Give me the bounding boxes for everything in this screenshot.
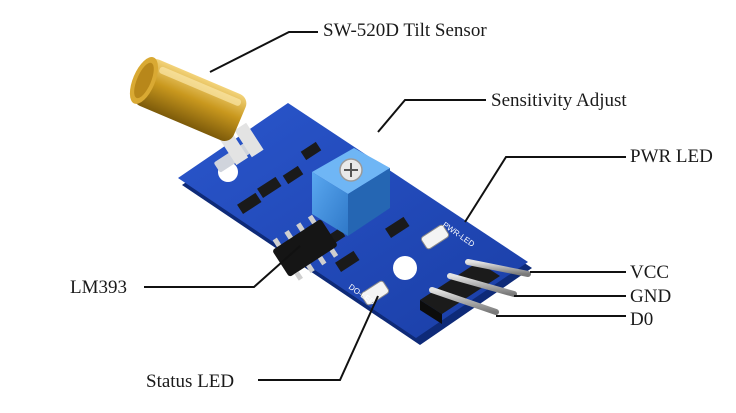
leader-lm393 (144, 245, 301, 288)
label-tilt-sensor: SW-520D Tilt Sensor (323, 20, 487, 41)
lm393-chip (272, 214, 339, 281)
tilt-sensor-component (129, 57, 247, 141)
label-lm393: LM393 (70, 277, 127, 298)
label-d0: D0 (630, 309, 654, 330)
leader-sensor (209, 31, 318, 73)
pin-d0 (429, 287, 499, 315)
label-sensitivity-adjust: Sensitivity Adjust (491, 90, 627, 111)
leader-sensitivity (377, 99, 486, 133)
leader-status-led (258, 295, 379, 381)
pin-gnd (447, 273, 517, 297)
pin-vcc (465, 259, 531, 277)
label-vcc: VCC (630, 262, 670, 283)
smd-components (237, 141, 410, 273)
pin-header (420, 259, 531, 324)
leader-pwr-led (464, 156, 626, 223)
potentiometer (312, 148, 390, 236)
leader-lines (144, 31, 626, 381)
label-pwr-led: PWR LED (630, 146, 713, 167)
mounting-hole (393, 256, 417, 280)
label-gnd: GND (630, 286, 672, 307)
label-status-led: Status LED (146, 371, 235, 392)
